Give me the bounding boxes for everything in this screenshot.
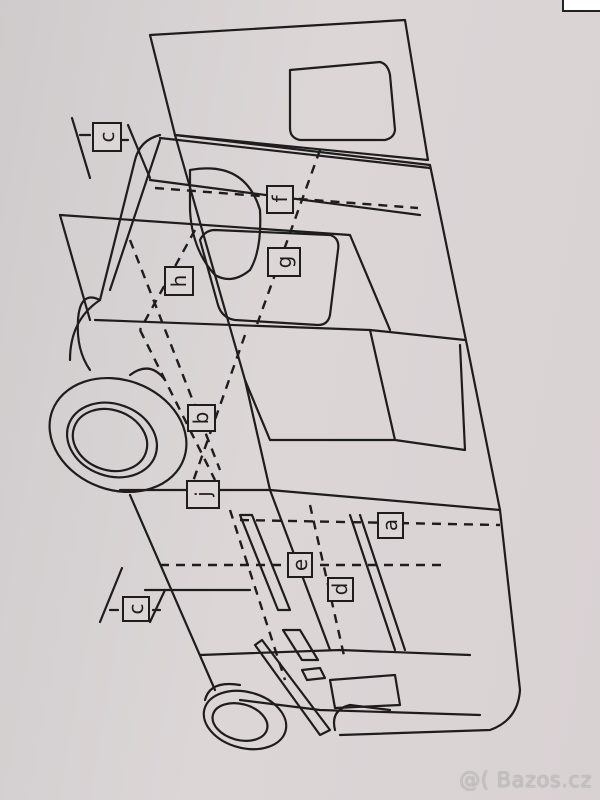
svg-text:f: f xyxy=(268,195,292,203)
label-g: g xyxy=(267,247,301,277)
svg-text:a: a xyxy=(378,519,402,531)
svg-text:g: g xyxy=(272,256,296,269)
label-h: h xyxy=(164,266,194,296)
label-a: a xyxy=(377,512,404,539)
svg-text:e: e xyxy=(288,559,312,571)
svg-text:j: j xyxy=(191,491,215,498)
van-body xyxy=(58,133,522,737)
label-c-top: c xyxy=(92,122,122,152)
label-b: b xyxy=(187,404,216,432)
dimension-lines xyxy=(128,149,501,681)
watermark: @( Bazos.cz xyxy=(459,768,592,792)
rear-wheel xyxy=(48,367,188,494)
svg-text:d: d xyxy=(328,583,352,596)
rear-door xyxy=(148,18,430,162)
svg-text:c: c xyxy=(124,604,148,615)
label-e: e xyxy=(287,552,313,578)
label-f: f xyxy=(266,185,294,214)
label-c-bottom: c xyxy=(122,596,150,622)
front-wheel xyxy=(202,682,392,751)
svg-text:h: h xyxy=(167,275,191,288)
svg-text:b: b xyxy=(189,412,213,425)
label-j: j xyxy=(186,480,220,509)
label-d: d xyxy=(327,577,354,602)
page-corner xyxy=(562,0,600,12)
svg-text:c: c xyxy=(95,132,119,143)
